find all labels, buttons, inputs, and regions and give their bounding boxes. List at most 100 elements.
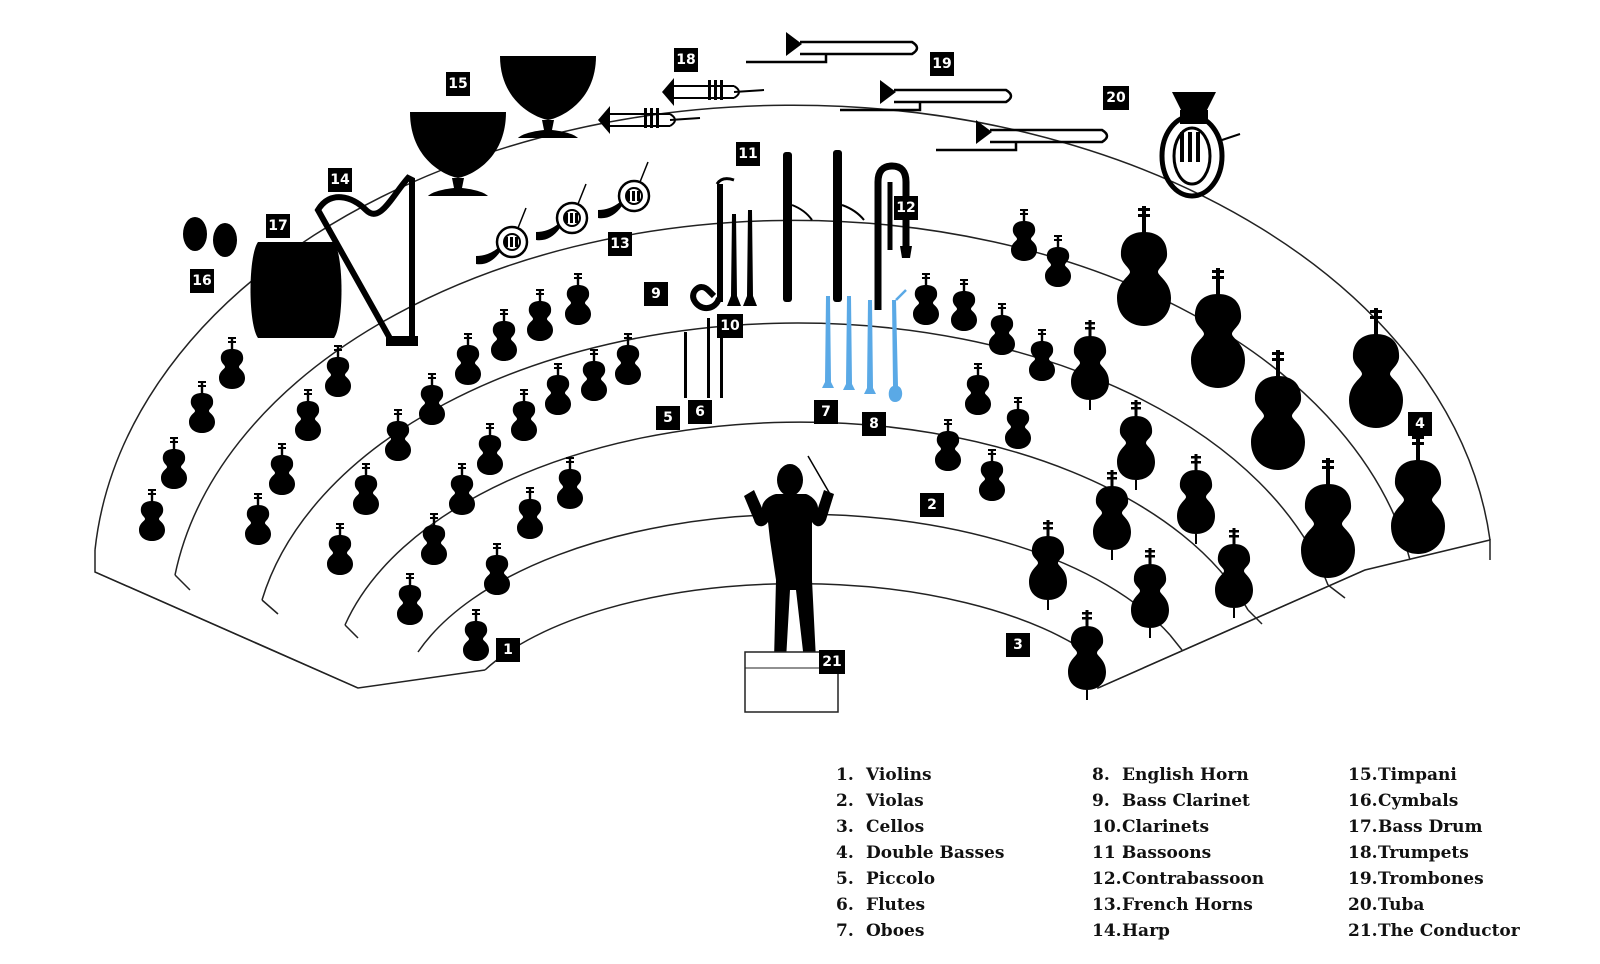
- legend-number: 18.: [1348, 843, 1378, 863]
- legend-label: French Horns: [1122, 895, 1253, 915]
- legend-number: 13.: [1092, 895, 1122, 915]
- trombone: [838, 78, 1013, 112]
- legend-item: 6.Flutes: [836, 892, 1004, 918]
- legend-item: 10.Clarinets: [1092, 814, 1264, 840]
- legend-label: Bassoons: [1122, 843, 1212, 863]
- svg-text:19: 19: [932, 56, 951, 72]
- cello: [1214, 527, 1254, 619]
- double-bass: [1391, 434, 1445, 554]
- legend-number: 10.: [1092, 817, 1122, 837]
- legend-label: Violas: [866, 791, 924, 811]
- svg-text:3: 3: [1013, 637, 1023, 653]
- legend-label: Cellos: [866, 817, 925, 837]
- violin: [545, 363, 571, 415]
- legend-label: Trumpets: [1378, 843, 1469, 863]
- legend-number: 17.: [1348, 817, 1378, 837]
- violin: [463, 609, 489, 661]
- svg-text:18: 18: [676, 52, 695, 68]
- legend-label: Timpani: [1378, 765, 1457, 785]
- violin: [517, 487, 543, 539]
- badge-20: 20: [1103, 86, 1129, 110]
- legend-number: 2.: [836, 791, 854, 811]
- svg-text:15: 15: [448, 76, 467, 92]
- badge-6: 6: [688, 400, 712, 424]
- legend-number: 14.: [1092, 921, 1122, 941]
- tuba: [1159, 92, 1241, 199]
- violin: [189, 381, 215, 433]
- violin: [385, 409, 411, 461]
- legend-number: 11 .: [1092, 843, 1128, 863]
- viola: [1011, 209, 1037, 261]
- violin: [419, 373, 445, 425]
- podium: [744, 651, 839, 713]
- legend-label: Contrabassoon: [1122, 869, 1265, 889]
- badge-7: 7: [814, 400, 838, 424]
- legend-item: 8.English Horn: [1092, 762, 1264, 788]
- legend-number: 15.: [1348, 765, 1378, 785]
- legend-item: 4. Double Basses: [836, 840, 1004, 866]
- french-horn: [596, 160, 651, 220]
- violin: [139, 489, 165, 541]
- bass-drum: [250, 242, 342, 338]
- viola: [1029, 329, 1055, 381]
- trombone: [934, 118, 1109, 152]
- badge-13: 13: [608, 232, 632, 256]
- violin: [325, 345, 351, 397]
- badge-21: 21: [819, 650, 845, 674]
- violas-section: [913, 209, 1071, 501]
- svg-text:12: 12: [896, 200, 915, 216]
- badge-9: 9: [644, 282, 668, 306]
- english-horn: [888, 289, 907, 402]
- violin: [455, 333, 481, 385]
- violin: [161, 437, 187, 489]
- legend-number: 19.: [1348, 869, 1378, 889]
- legend-item: 2. Violas: [836, 788, 1004, 814]
- legend-number: 20.: [1348, 895, 1378, 915]
- badge-16: 16: [190, 269, 214, 293]
- svg-text:9: 9: [651, 286, 661, 302]
- viola: [979, 449, 1005, 501]
- harp: [314, 174, 418, 346]
- legend-item: 15.Timpani: [1348, 762, 1520, 788]
- clarinets: [727, 210, 757, 306]
- legend-label: Tuba: [1378, 895, 1425, 915]
- violin: [397, 573, 423, 625]
- legend-label: Double Basses: [866, 843, 1005, 863]
- double-bass: [1301, 458, 1355, 578]
- svg-text:20: 20: [1106, 90, 1126, 106]
- conductor: [744, 455, 834, 660]
- badge-12: 12: [894, 196, 918, 220]
- contrabassoon: [874, 162, 912, 310]
- viola: [989, 303, 1015, 355]
- badge-4: 4: [1408, 412, 1432, 436]
- svg-text:2: 2: [927, 497, 937, 513]
- legend-item: 13.French Horns: [1092, 892, 1264, 918]
- badge-14: 14: [328, 168, 352, 192]
- svg-text:5: 5: [663, 410, 673, 426]
- legend-item: 17.Bass Drum: [1348, 814, 1520, 840]
- svg-text:13: 13: [610, 236, 629, 252]
- timpani: [410, 56, 596, 196]
- legend-item: 20.Tuba: [1348, 892, 1520, 918]
- badge-11: 11: [736, 142, 760, 166]
- badge-3: 3: [1006, 633, 1030, 657]
- cello: [1130, 547, 1170, 639]
- violin: [449, 463, 475, 515]
- svg-text:1: 1: [503, 642, 513, 658]
- viola: [1005, 397, 1031, 449]
- legend-number: 4.: [836, 843, 854, 863]
- viola: [951, 279, 977, 331]
- double-bass: [1349, 308, 1403, 428]
- cello: [1116, 399, 1156, 491]
- violins-section: [139, 273, 641, 661]
- cello: [1028, 519, 1068, 611]
- legend-item: 5.Piccolo: [836, 866, 1004, 892]
- legend-item: 16.Cymbals: [1348, 788, 1520, 814]
- legend-item: 11 .Bassoons: [1092, 840, 1264, 866]
- badge-17: 17: [266, 214, 290, 238]
- legend-item: 12.Contrabassoon: [1092, 866, 1264, 892]
- legend-label: Violins: [866, 765, 932, 785]
- legend-item: 3.Cellos: [836, 814, 1004, 840]
